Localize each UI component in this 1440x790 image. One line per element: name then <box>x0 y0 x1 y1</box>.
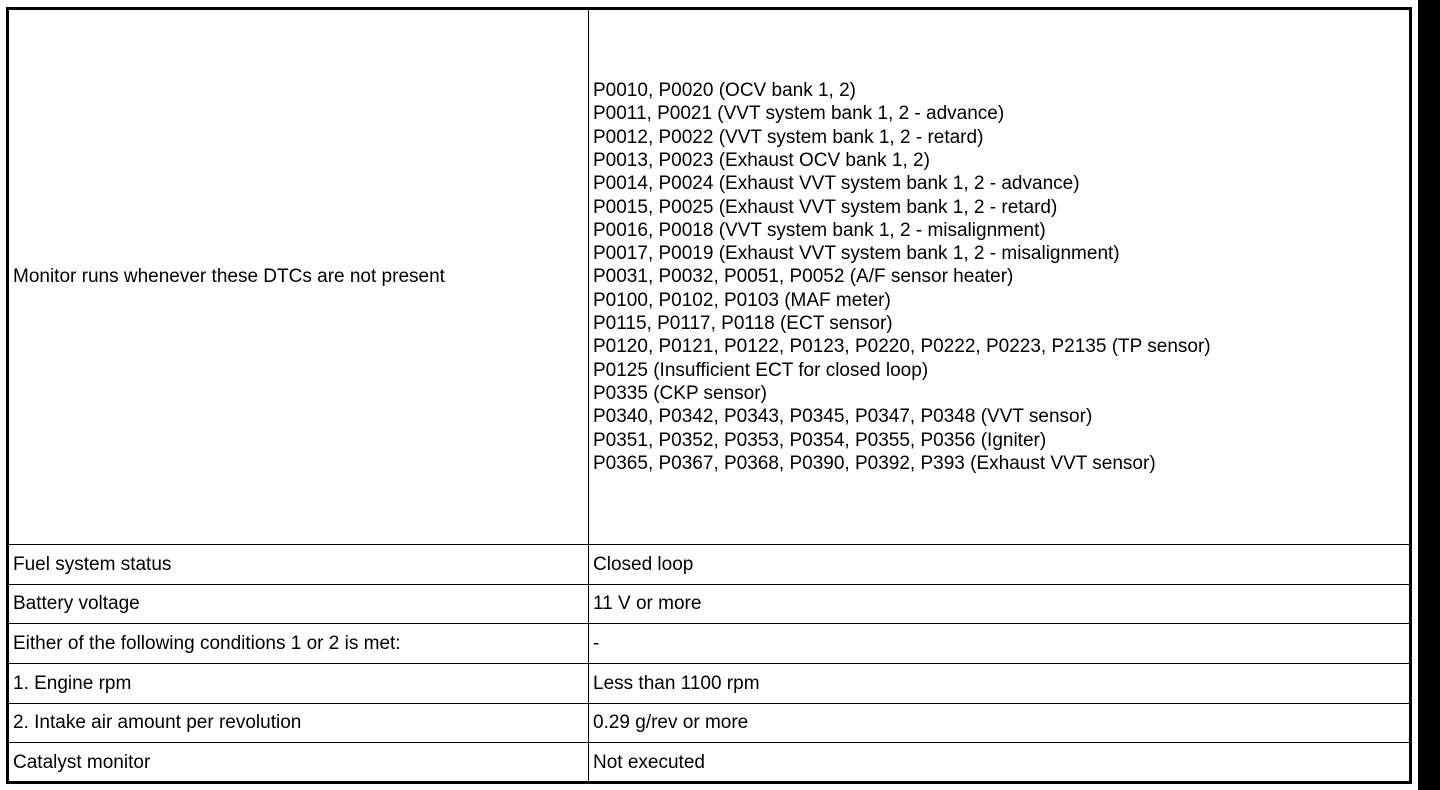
dtc-line: P0031, P0032, P0051, P0052 (A/F sensor h… <box>593 266 1014 288</box>
table-row: 1. Engine rpm Less than 1100 rpm <box>8 663 1410 704</box>
value-cell: Not executed <box>588 742 1410 782</box>
condition-cell: Monitor runs whenever these DTCs are not… <box>8 8 589 546</box>
condition-cell: Either of the following conditions 1 or … <box>8 623 589 665</box>
value-cell: Less than 1100 rpm <box>588 663 1410 704</box>
condition-cell: 2. Intake air amount per revolution <box>8 702 589 744</box>
value-cell: - <box>588 623 1410 665</box>
dtc-line: P0335 (CKP sensor) <box>593 382 767 404</box>
right-edge-bar <box>1418 0 1440 790</box>
table-row: Monitor runs whenever these DTCs are not… <box>8 8 1410 546</box>
dtc-line: P0014, P0024 (Exhaust VVT system bank 1,… <box>593 173 1080 195</box>
condition-cell: Battery voltage <box>8 583 589 625</box>
dtc-line: P0010, P0020 (OCV bank 1, 2) <box>593 80 856 102</box>
table-row: Fuel system status Closed loop <box>8 544 1410 585</box>
monitor-conditions-table: Monitor runs whenever these DTCs are not… <box>8 8 1410 782</box>
dtc-line: P0120, P0121, P0122, P0123, P0220, P0222… <box>593 336 1211 358</box>
table-row: Catalyst monitor Not executed <box>8 742 1410 782</box>
table-row: 2. Intake air amount per revolution 0.29… <box>8 702 1410 744</box>
dtc-line: P0015, P0025 (Exhaust VVT system bank 1,… <box>593 196 1058 218</box>
dtc-line: P0351, P0352, P0353, P0354, P0355, P0356… <box>593 429 1047 451</box>
dtc-line: P0017, P0019 (Exhaust VVT system bank 1,… <box>593 243 1120 265</box>
dtc-line: P0100, P0102, P0103 (MAF meter) <box>593 289 891 311</box>
condition-cell: 1. Engine rpm <box>8 663 589 704</box>
dtc-line: P0365, P0367, P0368, P0390, P0392, P393 … <box>593 452 1156 474</box>
dtc-line: P0016, P0018 (VVT system bank 1, 2 - mis… <box>593 219 1046 241</box>
dtc-line: P0013, P0023 (Exhaust OCV bank 1, 2) <box>593 149 930 171</box>
value-cell: Closed loop <box>588 544 1410 585</box>
dtc-line: P0012, P0022 (VVT system bank 1, 2 - ret… <box>593 126 984 148</box>
conditions-table-frame: Monitor runs whenever these DTCs are not… <box>6 7 1412 784</box>
dtc-line: P0125 (Insufficient ECT for closed loop) <box>593 359 929 381</box>
dtc-line: P0011, P0021 (VVT system bank 1, 2 - adv… <box>593 103 1005 125</box>
table-row: Battery voltage 11 V or more <box>8 583 1410 625</box>
table-row: Either of the following conditions 1 or … <box>8 623 1410 665</box>
value-cell: 0.29 g/rev or more <box>588 702 1410 744</box>
dtc-list-cell: P0010, P0020 (OCV bank 1, 2) P0011, P002… <box>588 8 1410 546</box>
dtc-line: P0340, P0342, P0343, P0345, P0347, P0348… <box>593 406 1093 428</box>
value-cell: 11 V or more <box>588 583 1410 625</box>
dtc-line: P0115, P0117, P0118 (ECT sensor) <box>593 313 893 335</box>
condition-cell: Catalyst monitor <box>8 742 589 782</box>
condition-cell: Fuel system status <box>8 544 589 585</box>
